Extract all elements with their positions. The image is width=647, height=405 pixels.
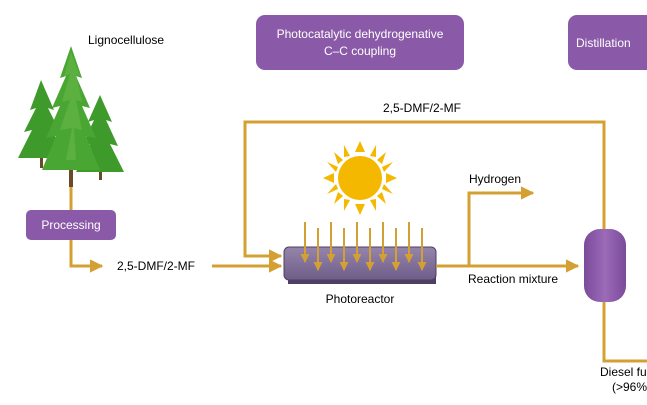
light-rays (300, 222, 427, 271)
processing-output-arrow (69, 240, 104, 273)
recycle-loop-pipe (243, 120, 606, 263)
hydrogen-label: Hydrogen (469, 172, 521, 186)
coupling-label-line1: Photocatalytic dehydrogenative (277, 27, 444, 41)
processing-label: Processing (41, 218, 100, 232)
distillation-box (568, 15, 647, 70)
coupling-label-line2: C–C coupling (324, 44, 396, 58)
dmf-top-label: 2,5-DMF/2-MF (383, 101, 461, 115)
sun-icon (323, 141, 397, 215)
distillation-column-icon (584, 229, 626, 302)
distillation-label: Distillation (576, 36, 631, 50)
dmf-left-label: 2,5-DMF/2-MF (117, 259, 195, 273)
diesel-label: Diesel fu (600, 365, 647, 379)
reaction-mixture-label: Reaction mixture (468, 272, 558, 286)
conifer-trees-icon (18, 46, 124, 187)
purity-label: (>96% (612, 380, 647, 394)
diesel-output-pipe (602, 302, 647, 363)
hydrogen-outlet-arrow (467, 186, 535, 266)
photoreactor-icon (283, 246, 437, 284)
processing-box (26, 210, 116, 240)
lignocellulose-label: Lignocellulose (88, 33, 164, 47)
photocatalytic-coupling-box (256, 15, 464, 70)
photoreactor-label: Photoreactor (326, 292, 395, 306)
